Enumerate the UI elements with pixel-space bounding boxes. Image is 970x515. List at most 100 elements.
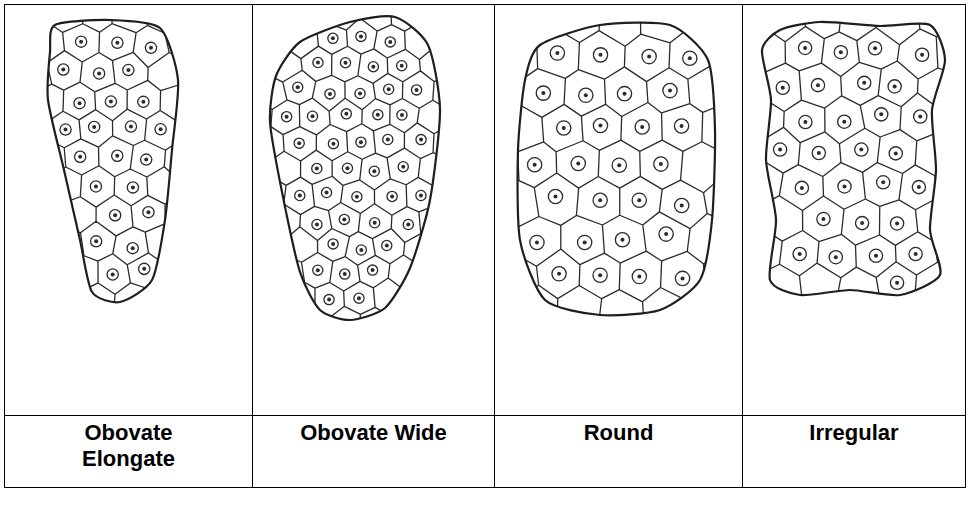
nucleolus — [400, 113, 404, 117]
nucleus — [888, 80, 901, 93]
nucleolus — [879, 112, 883, 116]
nucleus — [74, 98, 85, 109]
nucleolus — [355, 195, 359, 199]
nucleolus — [64, 128, 68, 132]
nucleus — [325, 89, 335, 99]
nucleus — [552, 267, 566, 281]
nucleolus — [781, 86, 785, 90]
nucleus — [340, 58, 350, 68]
nucleolus — [598, 273, 602, 277]
nucleus — [312, 163, 322, 173]
nucleus — [370, 218, 380, 228]
nucleus — [663, 83, 677, 97]
label-cell: Round — [495, 416, 742, 487]
shape-label: Obovate Wide — [300, 420, 447, 446]
nucleus — [683, 51, 697, 65]
nucleus — [75, 36, 86, 47]
nucleolus — [843, 184, 847, 188]
nucleus — [294, 138, 304, 148]
nucleus — [313, 57, 323, 67]
nucleus — [812, 146, 825, 159]
nucleus — [155, 124, 166, 135]
nucleus — [90, 181, 101, 192]
nucleolus — [297, 141, 301, 145]
nucleus — [93, 68, 104, 79]
cell-cluster — [38, 10, 188, 312]
nucleus — [355, 88, 365, 98]
label-cell: Irregular — [743, 416, 965, 487]
nucleolus — [401, 165, 405, 169]
nucleolus — [385, 244, 389, 248]
nucleus — [369, 166, 379, 176]
nucleus — [617, 86, 631, 100]
nucleolus — [555, 51, 559, 55]
nucleolus — [798, 252, 802, 256]
nucleolus — [920, 53, 924, 57]
nucleolus — [328, 92, 332, 96]
nucleolus — [109, 100, 113, 104]
nucleolus — [331, 242, 335, 246]
nucleolus — [371, 65, 375, 69]
nucleolus — [315, 222, 319, 226]
nucleus — [593, 48, 607, 62]
nucleolus — [664, 232, 668, 236]
nucleolus — [681, 276, 685, 280]
nucleolus — [97, 71, 101, 75]
nucleolus — [406, 223, 410, 227]
nucleolus — [372, 169, 376, 173]
nucleus — [398, 162, 408, 172]
nucleolus — [535, 240, 539, 244]
nucleus — [105, 96, 116, 107]
nucleolus — [357, 296, 361, 300]
nucleolus — [842, 120, 846, 124]
nucleus — [387, 191, 397, 201]
cluster-fill — [518, 23, 716, 316]
nucleus — [868, 42, 881, 55]
nucleus — [321, 187, 331, 197]
nucleus — [798, 41, 811, 54]
cell-cluster — [508, 15, 725, 325]
nucleolus — [400, 64, 404, 68]
nucleolus — [331, 36, 335, 40]
cell-cluster — [752, 12, 955, 305]
nucleus — [145, 42, 156, 53]
nucleolus — [680, 204, 684, 208]
nucleus — [773, 143, 786, 156]
nucleolus — [583, 240, 587, 244]
nucleus — [112, 150, 123, 161]
nucleus — [367, 265, 377, 275]
nucleus — [313, 265, 323, 275]
shape-label: Obovate Elongate — [41, 420, 216, 472]
nucleolus — [144, 158, 148, 162]
nucleus — [675, 271, 689, 285]
nucleolus — [688, 56, 692, 60]
nucleolus — [917, 185, 921, 189]
nuclei — [282, 31, 427, 304]
nucleolus — [617, 163, 621, 167]
nucleus — [817, 212, 830, 225]
cell-walls — [38, 10, 188, 312]
nucleus — [527, 158, 541, 172]
nucleolus — [859, 148, 863, 152]
nucleolus — [61, 67, 65, 71]
nucleolus — [115, 154, 119, 158]
nucleolus — [113, 213, 117, 217]
nucleus — [674, 119, 688, 133]
nucleolus — [311, 114, 315, 118]
nucleolus — [373, 221, 377, 225]
nucleus — [89, 121, 100, 132]
nucleolus — [816, 83, 820, 87]
nucleus — [295, 190, 305, 200]
label-cell: Obovate Elongate — [5, 416, 252, 487]
nucleolus — [131, 185, 135, 189]
nucleolus — [419, 193, 423, 197]
nucleus — [352, 192, 362, 202]
nucleus — [838, 115, 851, 128]
nucleus — [354, 293, 364, 303]
nucleolus — [371, 268, 375, 272]
nucleolus — [386, 138, 390, 142]
nucleus — [615, 233, 629, 247]
nucleus — [60, 124, 71, 135]
nucleus — [530, 235, 544, 249]
nucleolus — [659, 162, 663, 166]
